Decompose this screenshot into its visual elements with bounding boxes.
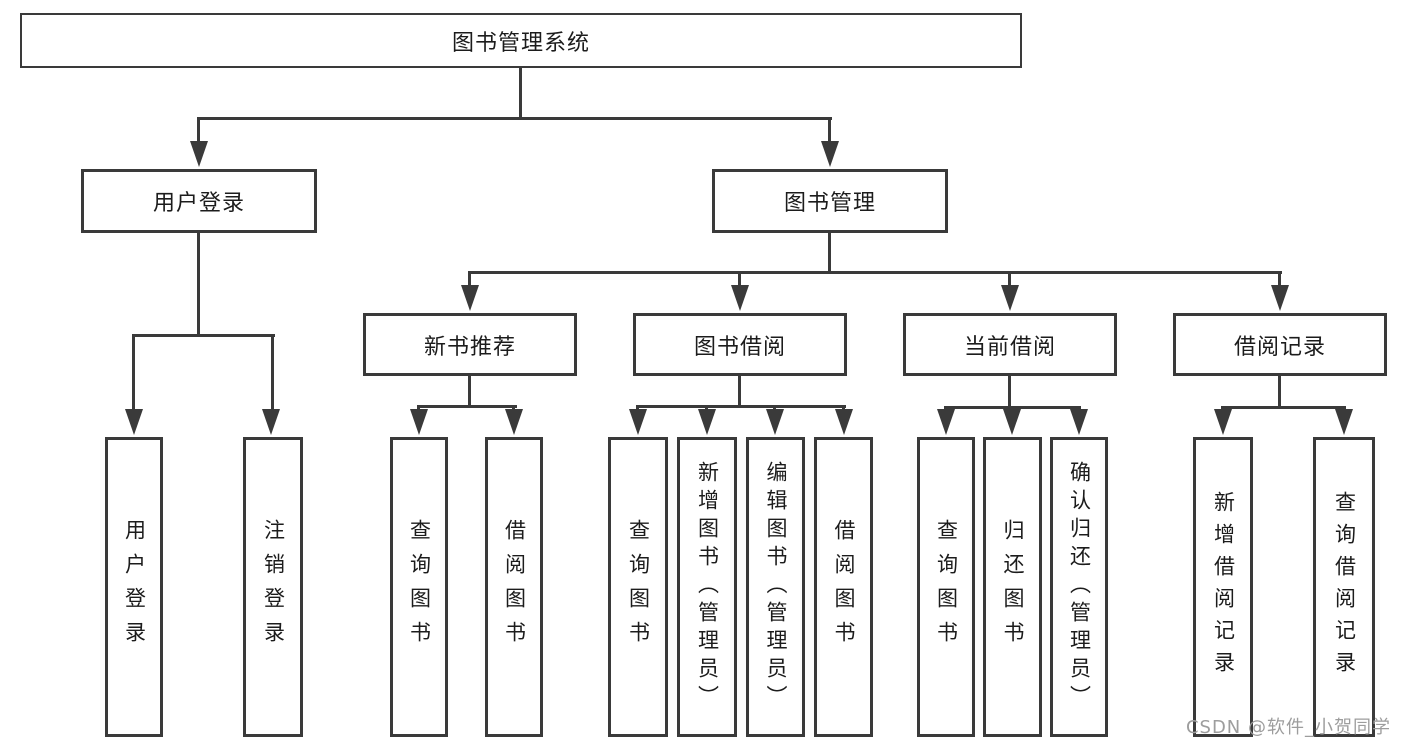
arrow-down [461,285,479,311]
node-label: 借阅图书 [832,519,856,655]
connector-line [1008,376,1011,409]
connector-line [132,334,135,412]
connector-line [468,376,471,408]
node-system-root: 图书管理系统 [20,13,1022,68]
arrow-down [1335,409,1353,435]
arrow-down [1003,409,1021,435]
connector-line [271,334,274,412]
node-label: 新增图书（管理员） [695,461,720,713]
node-label: 用户登录 [122,519,147,655]
node-borrow-record: 借阅记录 [1173,313,1387,376]
arrow-down [505,409,523,435]
connector-line [132,334,275,337]
arrow-down [835,409,853,435]
node-current-borrow: 当前借阅 [903,313,1117,376]
node-label: 查询图书 [407,519,432,655]
connector-line [636,405,846,408]
arrow-down [190,141,208,167]
connector-line [1278,376,1281,409]
node-leaf-confirm-return-admin: 确认归还（管理员） [1050,437,1108,737]
node-leaf-current-query-book: 查询图书 [917,437,975,737]
node-leaf-query-borrow-record: 查询借阅记录 [1313,437,1375,737]
arrow-down [1070,409,1088,435]
connector-line [1008,271,1011,289]
node-leaf-add-borrow-record: 新增借阅记录 [1193,437,1253,737]
arrow-down [1214,409,1232,435]
arrow-down [731,285,749,311]
node-leaf-logout: 注销登录 [243,437,303,737]
node-leaf-borrow-query-book: 查询图书 [608,437,668,737]
connector-line [738,271,741,289]
arrow-down [629,409,647,435]
node-label: 归还图书 [1001,519,1025,655]
arrow-down [1001,285,1019,311]
node-leaf-recommend-query-book: 查询图书 [390,437,448,737]
connector-line [738,376,741,408]
arrow-down [262,409,280,435]
node-label: 查询借阅记录 [1332,491,1357,683]
node-label: 新书推荐 [423,334,516,360]
node-leaf-recommend-borrow-book: 借阅图书 [485,437,543,737]
connector-line [468,271,471,289]
node-label: 借阅记录 [1233,334,1326,360]
node-label: 用户登录 [152,191,245,216]
node-book-management: 图书管理 [712,169,948,233]
node-leaf-return-book: 归还图书 [983,437,1042,737]
arrow-down [821,141,839,167]
arrow-down [125,409,143,435]
node-user-login: 用户登录 [81,169,317,233]
arrow-down [937,409,955,435]
connector-line [197,233,200,337]
node-new-book-recommend: 新书推荐 [363,313,577,376]
node-label: 编辑图书（管理员） [764,461,788,713]
csdn-watermark: CSDN @软件_小贺同学 [1185,717,1391,738]
arrow-down [410,409,428,435]
node-leaf-edit-book-admin: 编辑图书（管理员） [746,437,805,737]
connector-line [468,271,1282,274]
arrow-down [766,409,784,435]
node-label: 查询图书 [934,519,959,655]
connector-line [1278,271,1281,289]
node-leaf-add-book-admin: 新增图书（管理员） [677,437,737,737]
arrow-down [698,409,716,435]
connector-line [198,117,832,120]
connector-line [1221,406,1346,409]
node-label: 注销登录 [261,519,286,655]
node-label: 当前借阅 [963,334,1056,360]
node-label: 图书管理 [783,191,876,216]
connector-line [417,405,517,408]
connector-line [197,117,200,145]
connector-line [828,233,831,274]
node-leaf-user-login: 用户登录 [105,437,163,737]
connector-line [519,68,522,120]
node-label: 确认归还（管理员） [1067,461,1092,713]
node-label: 新增借阅记录 [1211,491,1236,683]
node-leaf-borrow-book: 借阅图书 [814,437,873,737]
arrow-down [1271,285,1289,311]
node-label: 查询图书 [626,519,651,655]
node-label: 图书管理系统 [451,30,590,56]
node-label: 借阅图书 [502,519,527,655]
node-label: 图书借阅 [693,334,786,360]
connector-line [828,117,831,145]
node-book-borrow: 图书借阅 [633,313,847,376]
